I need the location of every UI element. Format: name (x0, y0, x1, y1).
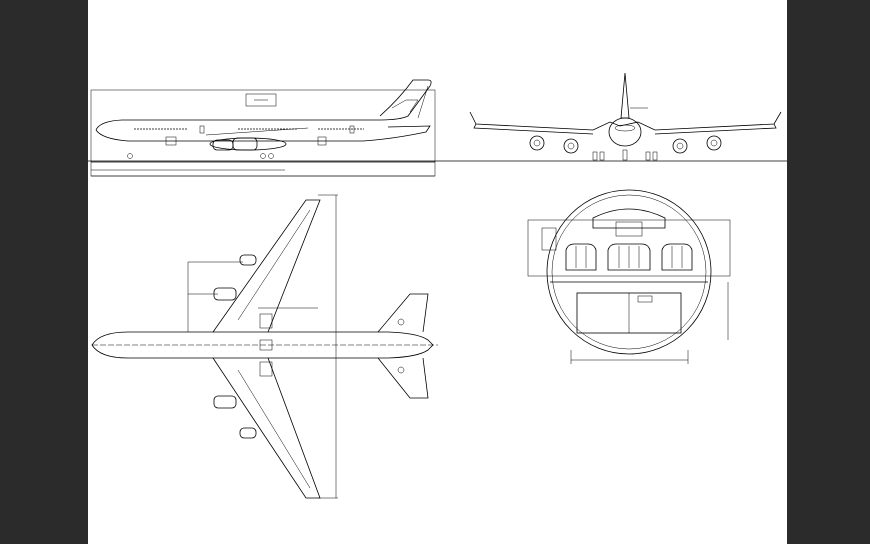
top-view-right-wing (212, 357, 321, 499)
section-outer-circle (546, 189, 712, 355)
section-dim-frame (527, 219, 731, 277)
drawing-sheet (88, 0, 787, 544)
cad-drawing (88, 72, 787, 499)
section-overhead (592, 208, 666, 229)
side-view-title-box (245, 93, 277, 107)
side-view (90, 79, 436, 177)
side-view-frame (90, 89, 436, 163)
top-view-left-stabilizer (377, 293, 429, 333)
fuselage-section (527, 189, 731, 364)
side-view-fuselage (95, 79, 432, 142)
top-view-left-wing (212, 199, 321, 333)
front-view-gear (592, 149, 658, 161)
side-view-dim-box (90, 161, 436, 177)
front-view-wings (469, 111, 782, 135)
front-view-engines (529, 135, 722, 154)
top-view-main-gear (259, 313, 273, 329)
front-view-fuselage (608, 117, 642, 147)
front-view (469, 72, 782, 161)
side-view-main-gear (260, 153, 266, 159)
top-view (91, 194, 438, 499)
section-seats (565, 243, 693, 271)
side-view-cargo-door (165, 136, 177, 146)
side-view-stabilizer (391, 99, 419, 113)
front-view-fin (620, 72, 630, 119)
top-view-right-stabilizer (377, 357, 429, 399)
section-inner-circle (551, 194, 707, 350)
top-view-engines (213, 254, 257, 439)
side-view-nose-gear (127, 153, 133, 159)
